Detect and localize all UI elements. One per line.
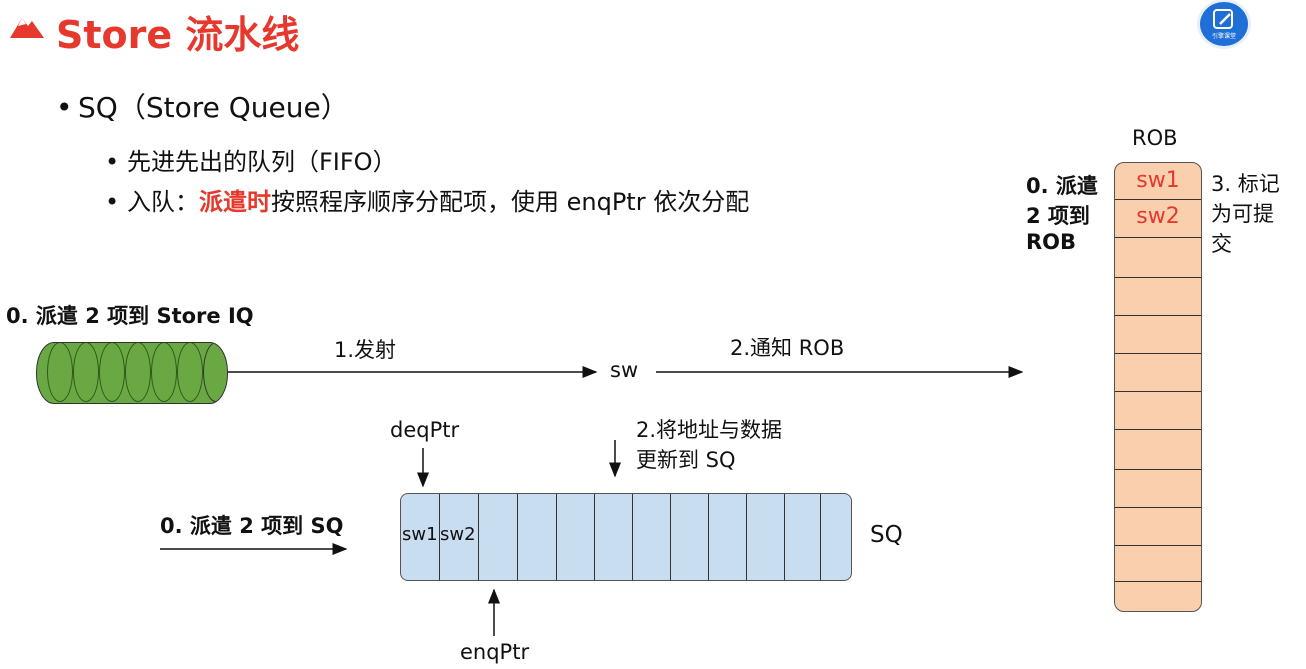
bullet-enqueue: •入队：派遣时按照程序顺序分配项，使用 enqPtr 依次分配: [105, 182, 749, 217]
dispatch-iq-label: 0. 派遣 2 项到 Store IQ: [6, 304, 254, 328]
sq-entry: [401, 494, 671, 580]
sq-entry: [401, 494, 595, 580]
rob-divider: [1115, 507, 1201, 508]
sq-entry-sw2: sw2: [440, 524, 476, 545]
bullet-sq-text: SQ（Store Queue）: [78, 91, 349, 124]
bullet-fifo-text: 先进先出的队列（FIFO）: [127, 148, 397, 176]
rob-label: ROB: [1132, 126, 1178, 150]
iq-ring: [125, 343, 151, 402]
rob-divider: [1115, 581, 1201, 582]
reorder-buffer: [1114, 162, 1202, 612]
bullet-enqueue-highlight: 派遣时: [199, 188, 271, 216]
bullet-dot: •: [105, 148, 120, 176]
bullet-dot: •: [56, 91, 73, 124]
rob-entry-sw2: sw2: [1136, 204, 1180, 229]
update-sq-line2: 更新到 SQ: [636, 448, 736, 472]
badge-label: 引擎课堂: [1211, 33, 1236, 40]
sq-entry: [401, 494, 518, 580]
rob-divider: [1115, 545, 1201, 546]
rob-divider: [1115, 429, 1201, 430]
rob-divider: [1115, 277, 1201, 278]
dispatch-rob-line2: 2 项到: [1026, 204, 1090, 228]
mountain-logo-icon: [10, 18, 44, 38]
sq-entry: [401, 494, 747, 580]
iq-ring: [47, 343, 73, 402]
iq-ring: [177, 343, 203, 402]
bullet-dot: •: [105, 188, 120, 216]
sq-entry: [401, 494, 821, 580]
rob-entry-sw1: sw1: [1136, 168, 1180, 193]
store-iq-cylinder: [36, 342, 228, 404]
channel-badge: 引擎课堂: [1200, 2, 1248, 46]
bullet-fifo: •先进先出的队列（FIFO）: [105, 142, 397, 177]
bullet-sq: •SQ（Store Queue）: [56, 86, 349, 126]
notify-rob-label: 2.通知 ROB: [730, 336, 845, 360]
rob-divider: [1115, 199, 1201, 200]
mark-commit-line3: 交: [1211, 232, 1232, 256]
update-sq-line1: 2.将地址与数据: [636, 418, 783, 442]
bullet-enqueue-prefix: 入队：: [127, 188, 199, 216]
sw-label: sw: [610, 358, 639, 382]
deqptr-label: deqPtr: [390, 418, 460, 442]
mark-commit-line2: 为可提: [1211, 202, 1274, 226]
iq-ring: [73, 343, 99, 402]
iq-ring: [203, 343, 227, 402]
bullet-enqueue-suffix: 按照程序顺序分配项，使用 enqPtr 依次分配: [271, 188, 750, 216]
store-queue: [400, 493, 852, 581]
dispatch-rob-line1: 0. 派遣: [1026, 174, 1098, 198]
sq-entry: [401, 494, 479, 580]
rob-divider: [1115, 237, 1201, 238]
dispatch-sq-label: 0. 派遣 2 项到 SQ: [160, 514, 344, 538]
sq-entry: [401, 494, 633, 580]
sq-entry: [401, 494, 440, 580]
dispatch-rob-line3: ROB: [1026, 230, 1077, 254]
sq-entry: [401, 494, 557, 580]
rob-divider: [1115, 353, 1201, 354]
rob-divider: [1115, 315, 1201, 316]
sq-label: SQ: [870, 522, 903, 548]
sq-entry: [401, 494, 785, 580]
issue-label: 1.发射: [334, 338, 397, 362]
rob-divider: [1115, 469, 1201, 470]
rob-divider: [1115, 391, 1201, 392]
edit-icon: [1213, 9, 1233, 29]
sq-entry: [401, 494, 709, 580]
mark-commit-line1: 3. 标记: [1211, 172, 1280, 196]
iq-ring: [151, 343, 177, 402]
iq-ring: [99, 343, 125, 402]
enqptr-label: enqPtr: [460, 640, 530, 664]
page-title: Store 流水线: [56, 13, 300, 57]
sq-entry-sw1: sw1: [402, 524, 438, 545]
